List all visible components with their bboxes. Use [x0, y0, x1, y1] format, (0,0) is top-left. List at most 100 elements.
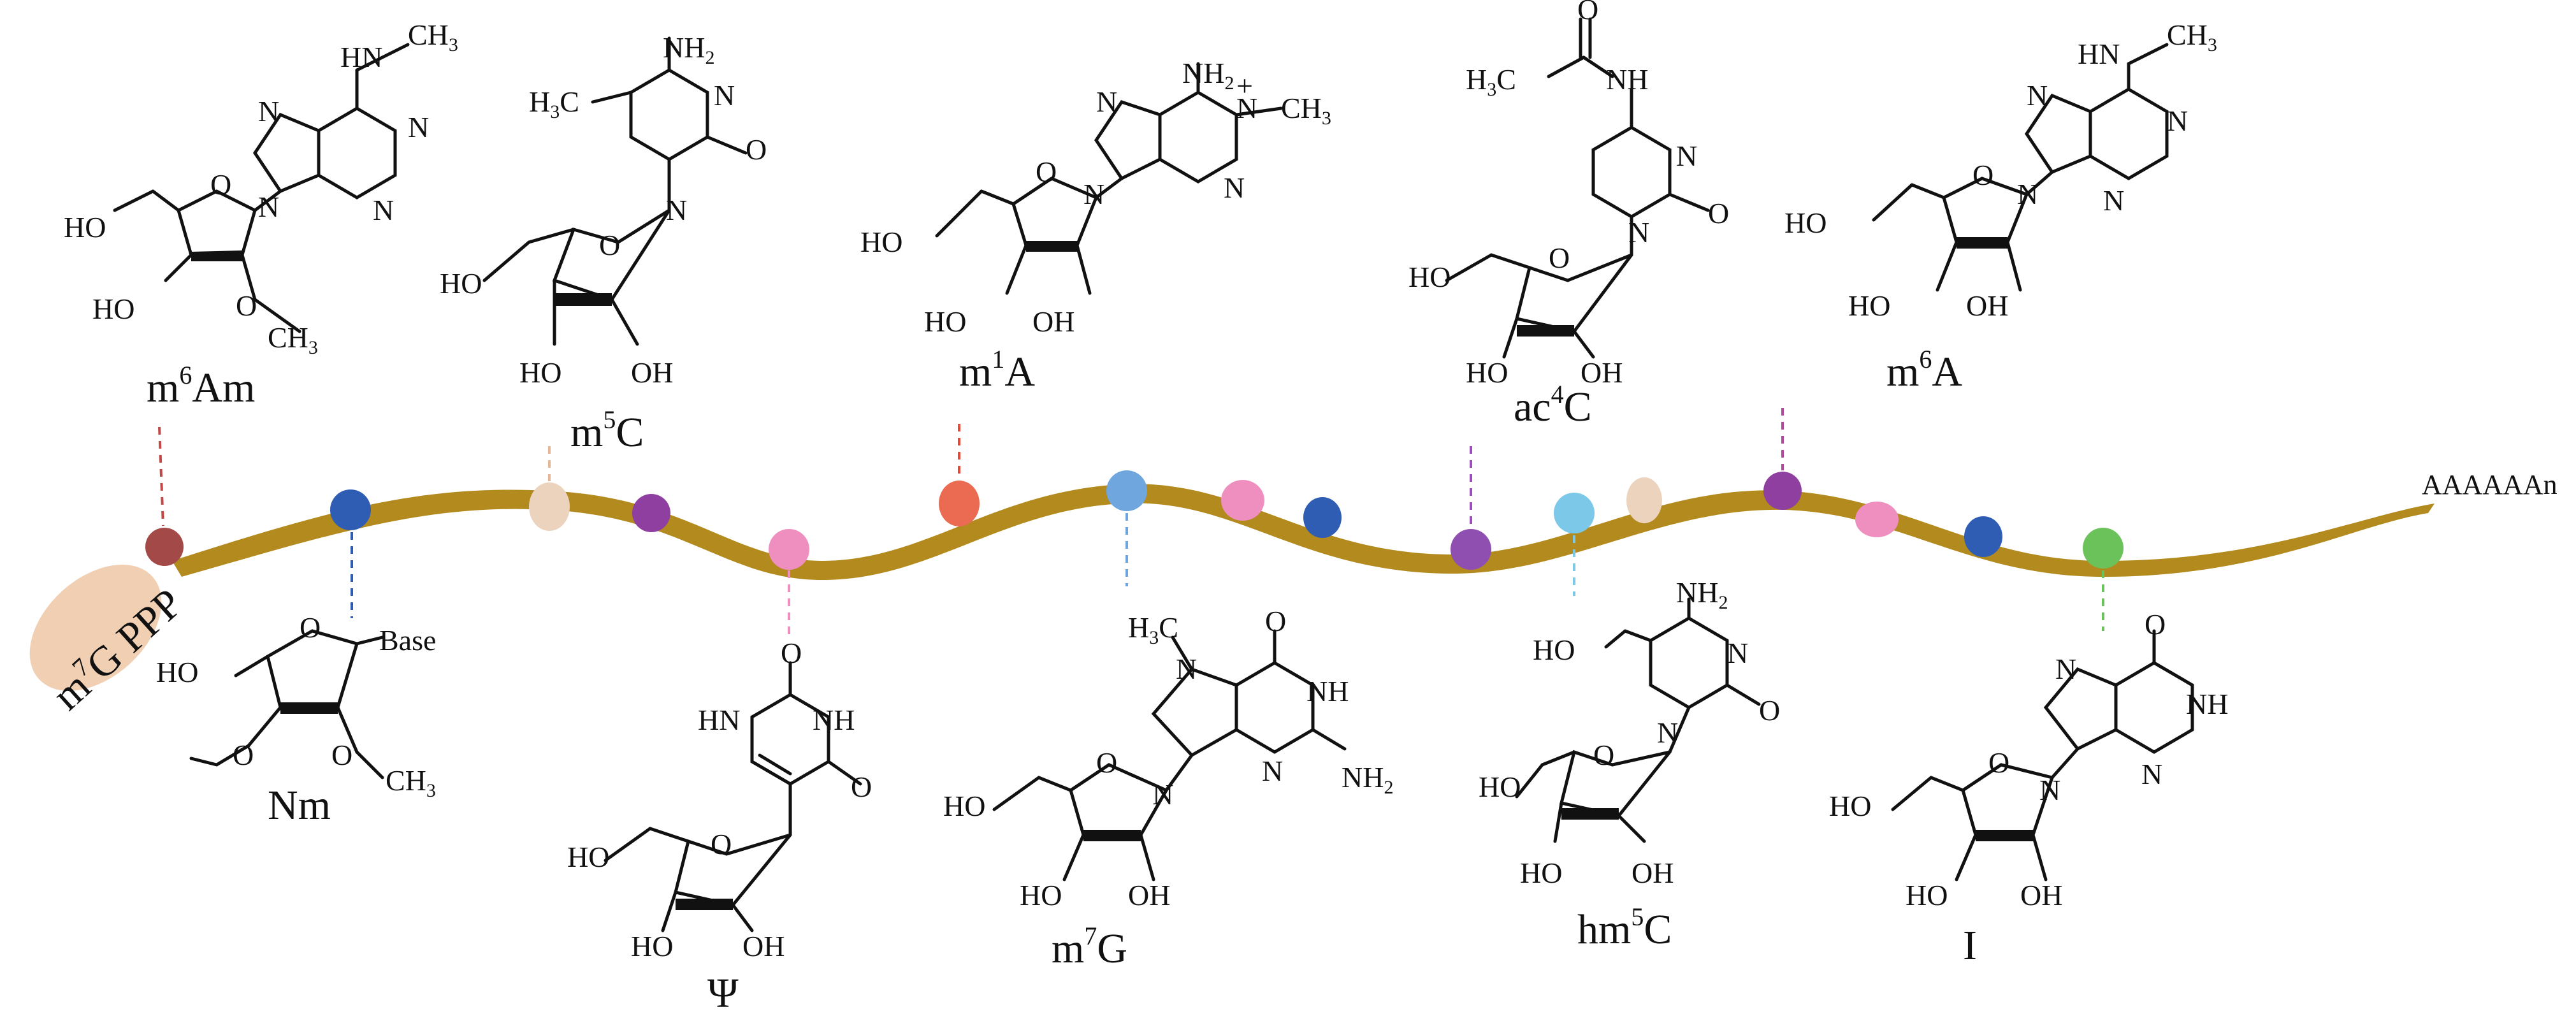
svg-text:O: O	[1036, 156, 1057, 188]
svg-text:HO: HO	[519, 356, 561, 389]
cap-m7g-ppp: m7G PPP	[29, 564, 191, 719]
bead-m1a	[939, 481, 980, 526]
svg-text:HO: HO	[1466, 356, 1508, 389]
bead-m7g	[1106, 470, 1147, 511]
svg-text:CH3: CH3	[268, 321, 318, 358]
svg-text:O: O	[2145, 608, 2166, 641]
svg-text:+: +	[1236, 69, 1253, 102]
svg-text:OH: OH	[631, 356, 673, 389]
structure-m5c: NH2 H3C N O N O HO HO OH m5C	[440, 31, 767, 456]
structure-m6a: HN CH3 N N N N O HO HO OH m6A	[1784, 18, 2217, 395]
svg-text:N: N	[2167, 105, 2188, 137]
svg-text:HO: HO	[1479, 771, 1521, 803]
structure-m6am: HN CH3 N N N N O HO HO O CH3 m6Am	[64, 18, 458, 411]
svg-text:H3C: H3C	[529, 85, 579, 122]
structure-psi: O HN NH O O HO HO OH Ψ	[567, 637, 872, 1014]
svg-text:CH3: CH3	[2167, 18, 2217, 55]
svg-text:O: O	[599, 229, 620, 261]
svg-text:NH2: NH2	[1342, 761, 1393, 798]
bead-pink-3	[1855, 502, 1899, 537]
connector-m6am	[158, 426, 164, 526]
svg-text:N: N	[2039, 774, 2060, 806]
bead-ac4c	[1451, 529, 1491, 570]
svg-text:N: N	[1236, 92, 1257, 124]
svg-text:NH: NH	[1306, 675, 1349, 707]
svg-text:HO: HO	[1020, 879, 1062, 911]
svg-text:HO: HO	[64, 211, 106, 243]
svg-text:O: O	[1577, 0, 1598, 25]
svg-text:O: O	[1988, 746, 2009, 779]
svg-text:N: N	[2027, 79, 2048, 112]
svg-text:NH: NH	[813, 704, 855, 736]
svg-text:N: N	[1152, 778, 1173, 811]
svg-text:N: N	[1083, 178, 1104, 210]
svg-text:N: N	[2055, 653, 2076, 685]
bead-blue-4	[1964, 516, 2002, 557]
svg-text:O: O	[1096, 746, 1117, 779]
svg-text:CH3: CH3	[386, 764, 436, 801]
svg-text:OH: OH	[2020, 879, 2062, 911]
connector-lines	[158, 408, 2104, 637]
svg-text:O: O	[300, 611, 321, 644]
svg-text:HO: HO	[1784, 206, 1827, 239]
svg-text:OH: OH	[1632, 857, 1674, 889]
svg-text:H3C: H3C	[1466, 63, 1516, 100]
svg-text:HO: HO	[1520, 857, 1562, 889]
svg-text:N: N	[1676, 140, 1697, 172]
svg-text:HO: HO	[156, 656, 198, 688]
bead-purple-1	[632, 494, 670, 532]
svg-text:N: N	[1628, 216, 1649, 249]
svg-text:OH: OH	[742, 930, 785, 962]
svg-text:HO: HO	[567, 841, 609, 873]
svg-text:NH: NH	[2186, 688, 2228, 720]
svg-text:N: N	[408, 111, 429, 143]
svg-text:N: N	[1657, 716, 1678, 749]
structure-inosine: O NH N N N O HO HO OH I	[1829, 608, 2228, 969]
svg-text:N: N	[1262, 755, 1283, 787]
svg-text:Base: Base	[379, 624, 436, 656]
svg-text:N: N	[1224, 171, 1245, 204]
modification-beads	[145, 470, 2124, 570]
polya-tail-label: AAAAAAn	[2422, 469, 2558, 500]
svg-text:H3C: H3C	[1128, 611, 1178, 648]
svg-text:OH: OH	[1581, 356, 1623, 389]
label-psi: Ψ	[707, 970, 739, 1011]
svg-text:NH2: NH2	[1676, 576, 1728, 613]
svg-text:HN: HN	[698, 704, 740, 736]
svg-text:O: O	[233, 739, 254, 771]
svg-text:N: N	[2017, 178, 2038, 210]
structure-nm: Base O HO O O CH3 Nm	[156, 611, 436, 829]
svg-text:NH2: NH2	[663, 31, 714, 68]
label-ac4c: ac4C	[1514, 380, 1592, 430]
svg-text:O: O	[851, 771, 872, 803]
svg-text:HO: HO	[943, 790, 985, 822]
label-nm: Nm	[268, 782, 331, 829]
svg-text:OH: OH	[1032, 305, 1075, 338]
svg-text:N: N	[1176, 653, 1197, 685]
svg-text:OH: OH	[1966, 289, 2008, 322]
bead-hm5c	[1554, 493, 1595, 533]
svg-text:O: O	[331, 739, 352, 771]
svg-text:N: N	[2103, 184, 2124, 217]
svg-text:HN: HN	[340, 41, 382, 73]
bead-m6am	[145, 528, 184, 566]
label-m5c: m5C	[570, 405, 644, 456]
structure-m7g: H3C O N NH N NH2 N O HO HO OH m7G	[943, 605, 1393, 972]
svg-text:O: O	[210, 168, 231, 201]
label-m7g: m7G	[1052, 922, 1127, 972]
bead-beige-2	[1626, 477, 1662, 523]
svg-text:N: N	[714, 79, 735, 112]
svg-text:N: N	[1096, 85, 1117, 118]
svg-text:HO: HO	[860, 226, 902, 258]
label-inosine: I	[1963, 922, 1977, 969]
svg-text:CH3: CH3	[408, 18, 458, 55]
svg-text:N: N	[1727, 637, 1748, 669]
cap-ellipse	[29, 564, 162, 692]
svg-text:N: N	[258, 95, 279, 127]
svg-text:HO: HO	[1829, 790, 1871, 822]
svg-text:HO: HO	[1533, 634, 1575, 666]
bead-m5c	[529, 482, 570, 531]
structure-m1a: NH2 N + CH3 N N N O HO HO OH m1A	[860, 57, 1331, 395]
svg-text:N: N	[666, 194, 687, 226]
